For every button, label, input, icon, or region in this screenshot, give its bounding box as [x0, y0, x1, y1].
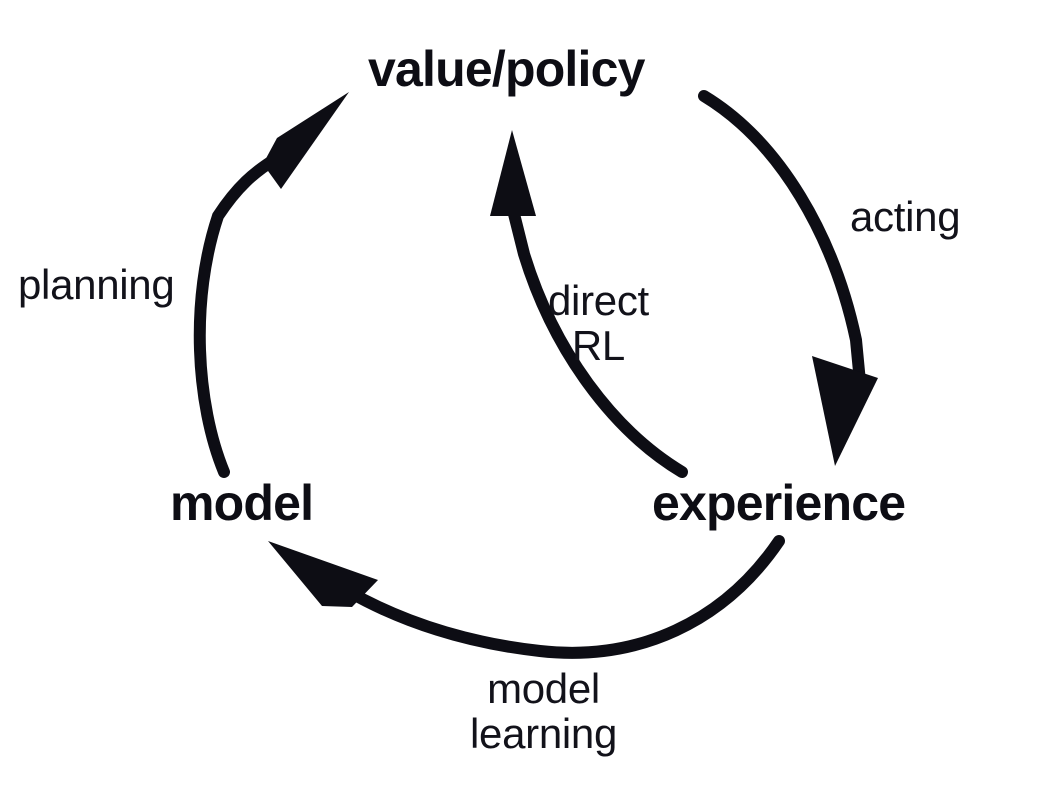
edge-label-acting: acting	[850, 193, 961, 240]
planning-arc-path	[193, 152, 283, 478]
edge-label-direct-rl: direct RL	[548, 278, 649, 369]
node-label-experience: experience	[652, 475, 906, 531]
planning-arrowhead	[263, 92, 349, 189]
acting-arc-path	[698, 90, 866, 388]
edge-label-model-learning-line2: learning	[470, 710, 618, 758]
acting-arrowhead	[812, 356, 878, 466]
direct-rl-arrow	[490, 130, 688, 478]
node-label-model: model	[170, 475, 314, 531]
edge-label-direct-rl-line2: RL	[571, 322, 625, 370]
edge-label-model-learning: model learning	[470, 666, 617, 757]
edge-label-model-learning-line1: model	[487, 665, 600, 712]
model-learning-arrow	[268, 535, 785, 659]
edge-label-planning: planning	[18, 261, 175, 308]
model-learning-arrowhead	[268, 541, 378, 607]
direct-rl-arc-path	[508, 208, 688, 478]
model-learning-arc-path	[312, 535, 785, 659]
edge-label-direct-rl-line1: direct	[548, 277, 649, 324]
acting-arrow	[698, 90, 878, 466]
planning-arrow	[193, 92, 349, 478]
node-label-value-policy: value/policy	[368, 41, 645, 97]
direct-rl-arrowhead	[490, 130, 536, 216]
